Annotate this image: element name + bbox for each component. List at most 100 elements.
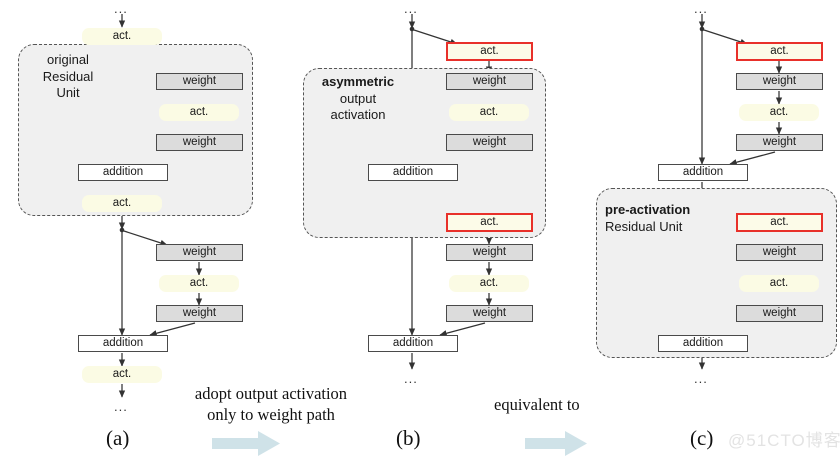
panel-b-weight-4-label: weight: [472, 306, 507, 319]
panel-a-weight-2: weight: [156, 134, 243, 151]
panel-b-label: (b): [396, 426, 421, 450]
panel-c-top-dots: ...: [694, 1, 708, 16]
panel-c-weight-2: weight: [736, 134, 823, 151]
panel-b-weight-2-label: weight: [472, 135, 507, 148]
panel-a-weight-4: weight: [156, 305, 243, 322]
panel-b-act-mid-2: act.: [449, 275, 529, 292]
panel-c-weight-4-label: weight: [762, 306, 797, 319]
panel-b-top-dots: ...: [404, 1, 418, 16]
panel-a-addition-1: addition: [78, 164, 168, 181]
panel-c-addition-1: addition: [658, 164, 748, 181]
panel-c-weight-1-label: weight: [762, 74, 797, 87]
panel-c-label: (c): [690, 426, 714, 450]
transition-b-to-c-caption: equivalent to: [494, 394, 624, 415]
panel-c-weight-3-label: weight: [762, 245, 797, 258]
panel-b-addition-2-label: addition: [392, 336, 434, 349]
panel-c-weight-3: weight: [736, 244, 823, 261]
panel-b-act-highlight-2-label: act.: [480, 215, 499, 228]
panel-c-act-highlight-2: act.: [736, 213, 823, 232]
panel-b-act-mid-2-label: act.: [479, 276, 499, 289]
transition-b-to-c-caption-line-1: equivalent to: [494, 395, 580, 414]
act-highlight-bg: [449, 275, 529, 292]
panel-c-bottom-dots: ...: [694, 371, 708, 386]
panel-a-act-bottom: act.: [82, 366, 162, 383]
panel-a-weight-3: weight: [156, 244, 243, 261]
panel-a-addition-1-label: addition: [102, 165, 144, 178]
act-highlight-bg: [449, 104, 529, 121]
panel-c-addition-2-label: addition: [682, 336, 724, 349]
act-highlight-bg: [159, 104, 239, 121]
panel-b-group-label-line-3: activation: [330, 107, 386, 123]
panel-a-act-mid-1-label: act.: [189, 105, 209, 118]
transition-arrows: [212, 431, 587, 456]
panel-a-act-top-label: act.: [112, 29, 132, 42]
panel-a-weight-4-label: weight: [182, 306, 217, 319]
panel-a-label: (a): [106, 426, 130, 450]
panel-c-group-label: pre-activation Residual Unit: [605, 202, 715, 235]
panel-b-weight-1-label: weight: [472, 74, 507, 87]
panel-a-top-dots: ...: [114, 1, 128, 16]
panel-a-act-between: act.: [82, 195, 162, 212]
panel-a-addition-2-label: addition: [102, 336, 144, 349]
panel-b-group-label: asymmetric output activation: [313, 74, 403, 124]
watermark: @51CTO博客: [728, 431, 840, 450]
panel-c-act-mid-1-label: act.: [769, 105, 789, 118]
panel-c-group-label-line-2: Residual Unit: [605, 218, 683, 234]
panel-a-act-bottom-label: act.: [112, 367, 132, 380]
act-highlight-bg: [82, 195, 162, 212]
act-highlight-bg: [739, 275, 819, 292]
panel-a-act-mid-2-label: act.: [189, 276, 209, 289]
act-highlight-bg: [82, 28, 162, 45]
panel-c-weight-1: weight: [736, 73, 823, 90]
panel-a-group-label-line-1: original: [47, 52, 89, 67]
panel-a-bottom-dots: ...: [114, 399, 128, 414]
panel-c-act-highlight-1: act.: [736, 42, 823, 61]
panel-a-act-mid-2: act.: [159, 275, 239, 292]
panel-a-act-top: act.: [82, 28, 162, 45]
panel-a-weight-2-label: weight: [182, 135, 217, 148]
panel-b-addition-2: addition: [368, 335, 458, 352]
panel-c-addition-1-label: addition: [682, 165, 724, 178]
panel-c-act-mid-2-label: act.: [769, 276, 789, 289]
panel-b-weight-1: weight: [446, 73, 533, 90]
panel-b-asymmetric-group: [303, 68, 546, 238]
panel-a-addition-2: addition: [78, 335, 168, 352]
panel-c-weight-2-label: weight: [762, 135, 797, 148]
panel-b-weight-3-label: weight: [472, 245, 507, 258]
act-highlight-bg: [82, 366, 162, 383]
panel-b-act-highlight-1-label: act.: [480, 44, 499, 57]
panel-b-weight-2: weight: [446, 134, 533, 151]
panel-a-weight-1-label: weight: [182, 74, 217, 87]
panel-b-addition-1-label: addition: [392, 165, 434, 178]
transition-a-to-b-caption: adopt output activation only to weight p…: [176, 383, 366, 426]
panel-c-act-highlight-1-label: act.: [770, 44, 789, 57]
panel-b-group-label-line-1: asymmetric: [321, 74, 395, 89]
panel-c-addition-2: addition: [658, 335, 748, 352]
panel-b-addition-1: addition: [368, 164, 458, 181]
panel-c-act-highlight-2-label: act.: [770, 215, 789, 228]
transition-arrow-b-to-c: [525, 431, 587, 456]
panel-b-act-highlight-2: act.: [446, 213, 533, 232]
panel-b-weight-3: weight: [446, 244, 533, 261]
panel-b-act-mid-1: act.: [449, 104, 529, 121]
panel-a-group-label-line-3: Unit: [56, 85, 80, 101]
panel-a-act-mid-1: act.: [159, 104, 239, 121]
act-highlight-bg: [159, 275, 239, 292]
act-highlight-bg: [739, 104, 819, 121]
transition-a-to-b-caption-line-1: adopt output activation: [194, 384, 348, 403]
panel-a-weight-1: weight: [156, 73, 243, 90]
panel-b-weight-4: weight: [446, 305, 533, 322]
panel-b-group-label-line-2: output: [339, 90, 377, 106]
panel-a-group-label-line-2: Residual: [42, 68, 94, 84]
transition-arrow-a-to-b: [212, 431, 280, 456]
panel-a-act-between-label: act.: [112, 196, 132, 209]
panel-b-act-mid-1-label: act.: [479, 105, 499, 118]
panel-a-group-label: original Residual Unit: [28, 52, 108, 102]
panel-c-weight-4: weight: [736, 305, 823, 322]
panel-b-bottom-dots: ...: [404, 371, 418, 386]
panel-b-act-highlight-1: act.: [446, 42, 533, 61]
panel-c-group-label-line-1: pre-activation: [605, 202, 691, 217]
panel-c-act-mid-1: act.: [739, 104, 819, 121]
transition-a-to-b-caption-line-2: only to weight path: [207, 405, 335, 425]
